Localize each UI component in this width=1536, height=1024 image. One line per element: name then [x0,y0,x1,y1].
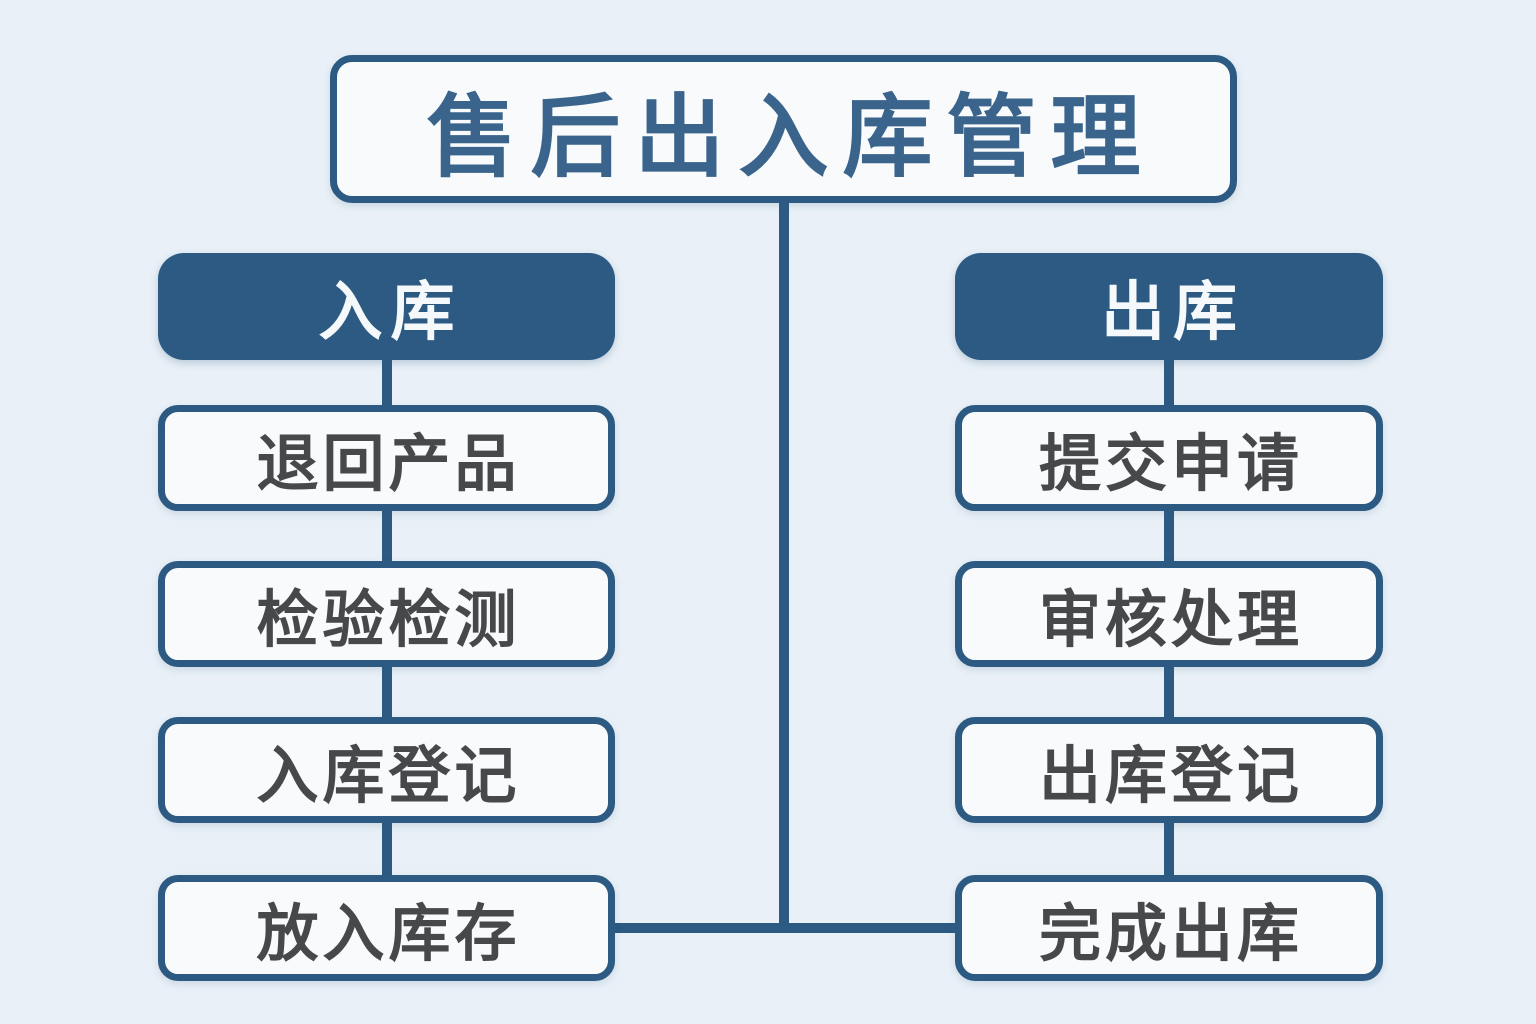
connector-line [381,360,392,405]
step-box-put-into-inventory: 放入库存 [158,875,615,981]
connector-line [381,511,392,561]
inbound-header-label: 入库 [318,275,463,348]
step-label: 检验检测 [256,586,521,655]
step-box-inspection-testing: 检验检测 [158,561,615,667]
inbound-column: 入库 退回产品 检验检测 入库登记 放入库存 [158,253,615,981]
step-box-return-product: 退回产品 [158,405,615,511]
step-label: 退回产品 [256,430,521,499]
step-box-inbound-registration: 入库登记 [158,717,615,823]
diagram-title: 售后出入库管理 [426,88,1155,188]
step-label: 审核处理 [1038,586,1303,655]
connector-line [381,823,392,875]
diagram-title-box: 售后出入库管理 [330,55,1237,203]
step-label: 出库登记 [1038,742,1303,811]
outbound-header-label: 出库 [1101,275,1245,348]
outbound-column: 出库 提交申请 审核处理 出库登记 完成出库 [955,253,1383,981]
inbound-header-box: 入库 [158,253,615,360]
connector-line [381,667,392,717]
bottom-connector-line [610,923,958,933]
step-box-review-processing: 审核处理 [955,561,1383,667]
step-label: 完成出库 [1038,900,1303,969]
step-label: 放入库存 [256,900,521,969]
outbound-header-box: 出库 [955,253,1383,360]
connector-line [1164,511,1174,561]
step-label: 提交申请 [1038,430,1303,499]
step-label: 入库登记 [256,742,521,811]
connector-line [1164,360,1174,405]
step-box-outbound-registration: 出库登记 [955,717,1383,823]
step-box-complete-outbound: 完成出库 [955,875,1383,981]
center-connector-line [779,202,789,933]
connector-line [1164,667,1174,717]
step-box-submit-application: 提交申请 [955,405,1383,511]
connector-line [1164,823,1174,875]
